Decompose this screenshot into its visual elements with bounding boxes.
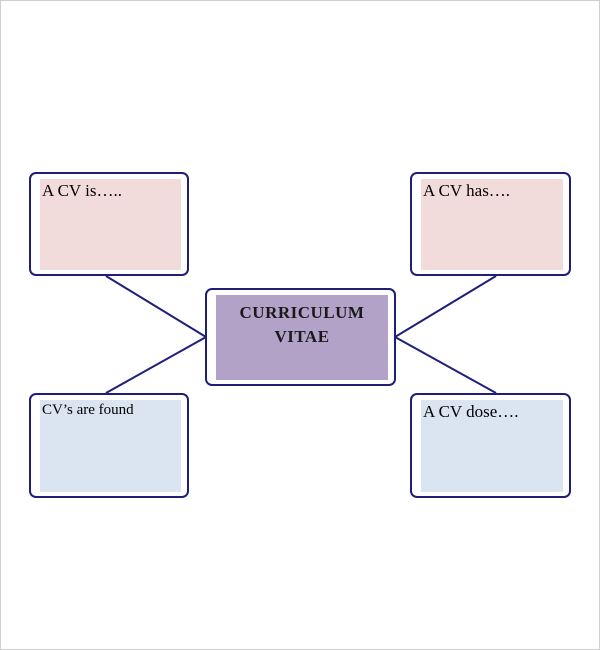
node-bottom-left-fill: CV’s are found (40, 400, 181, 492)
node-top-right-label: A CV has…. (423, 181, 511, 200)
connector-bottom-right (394, 336, 497, 394)
node-bottom-left-label: CV’s are found (42, 402, 134, 418)
connector-top-right (394, 275, 497, 338)
node-bottom-right-fill: A CV dose…. (421, 400, 563, 492)
node-bottom-right: A CV dose…. (410, 393, 571, 498)
center-title-line2: VITAE (274, 327, 330, 346)
node-top-left: A CV is….. (29, 172, 189, 276)
node-top-left-label: A CV is….. (42, 181, 122, 200)
node-center: CURRICULUM VITAE (205, 288, 396, 386)
node-bottom-right-label: A CV dose…. (423, 402, 519, 421)
node-center-fill: CURRICULUM VITAE (216, 295, 388, 380)
connector-bottom-left (105, 336, 207, 394)
node-top-right: A CV has…. (410, 172, 571, 276)
center-title-line1: CURRICULUM (239, 303, 365, 322)
connector-top-left (105, 275, 207, 338)
node-bottom-left: CV’s are found (29, 393, 189, 498)
node-top-left-fill: A CV is….. (40, 179, 181, 270)
node-top-right-fill: A CV has…. (421, 179, 563, 270)
